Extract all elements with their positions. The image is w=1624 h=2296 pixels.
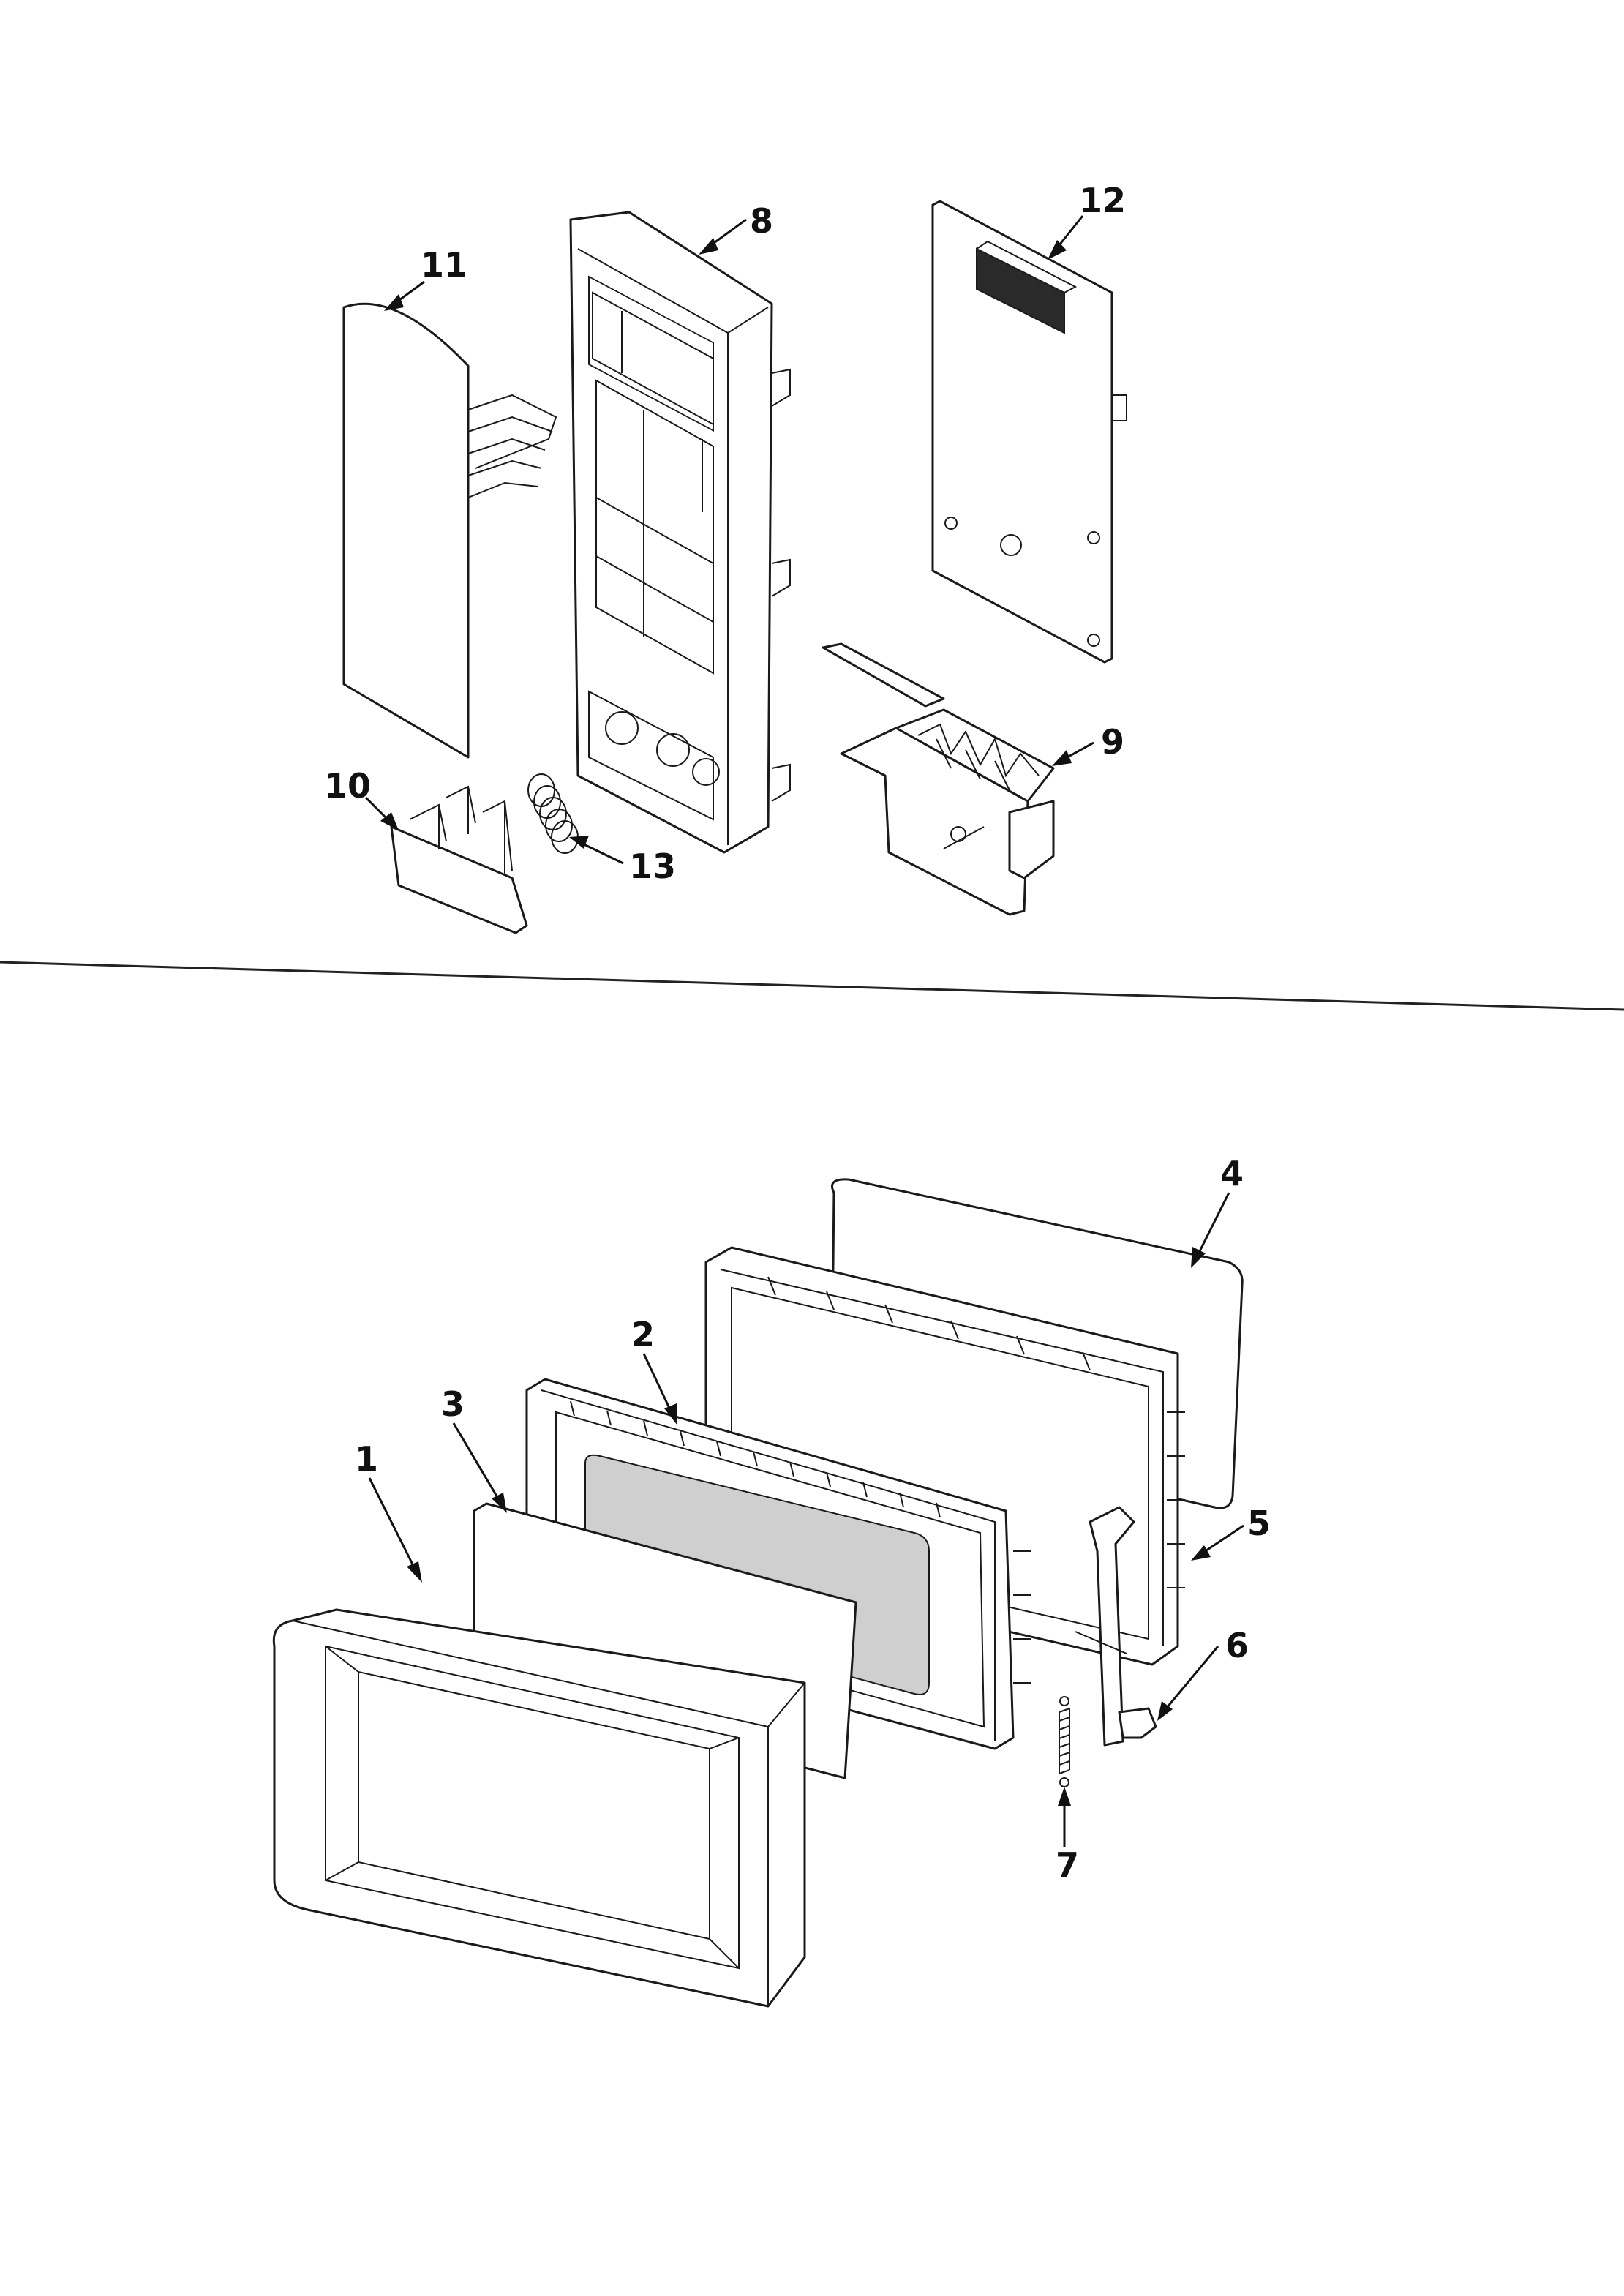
section-divider [0,961,1624,1011]
part-8-control-panel-frame [569,211,791,854]
lower-assembly: 4 2 3 1 5 6 7 [272,1154,1271,2008]
callout-1: 1 [355,1439,422,1583]
callout-12: 12 [1048,181,1126,260]
svg-text:6: 6 [1225,1626,1249,1665]
svg-text:12: 12 [1079,181,1126,220]
part-7-latch-spring [1059,1696,1070,1787]
part-9-switch-assembly [822,642,1055,916]
callout-4: 4 [1191,1154,1244,1268]
svg-text:5: 5 [1247,1504,1271,1543]
svg-text:7: 7 [1056,1845,1079,1885]
part-6-latch-hook [1075,1506,1157,1747]
callout-10: 10 [324,766,399,830]
svg-text:11: 11 [421,245,467,285]
svg-text:8: 8 [750,201,773,241]
callout-8: 8 [699,201,773,255]
svg-text:9: 9 [1101,722,1124,762]
part-12-circuit-board [931,200,1127,664]
part-11-membrane-overlay [342,302,557,759]
svg-text:2: 2 [631,1315,655,1354]
callout-7: 7 [1056,1787,1079,1885]
callout-2: 2 [631,1315,677,1425]
svg-text:10: 10 [324,766,371,806]
part-13-spring [527,773,579,854]
callout-3: 3 [441,1384,507,1513]
callout-11: 11 [384,245,467,311]
svg-text:1: 1 [355,1439,378,1479]
svg-text:4: 4 [1220,1154,1244,1193]
svg-text:3: 3 [441,1384,465,1424]
callout-6: 6 [1157,1626,1249,1721]
upper-assembly: 8 11 12 9 10 13 [324,181,1127,934]
callout-5: 5 [1191,1504,1271,1561]
callout-9: 9 [1052,722,1124,766]
svg-text:13: 13 [629,847,676,886]
part-1-outer-door-frame [272,1608,806,2008]
part-10-door-release-button [390,785,528,934]
callout-13: 13 [569,836,676,886]
